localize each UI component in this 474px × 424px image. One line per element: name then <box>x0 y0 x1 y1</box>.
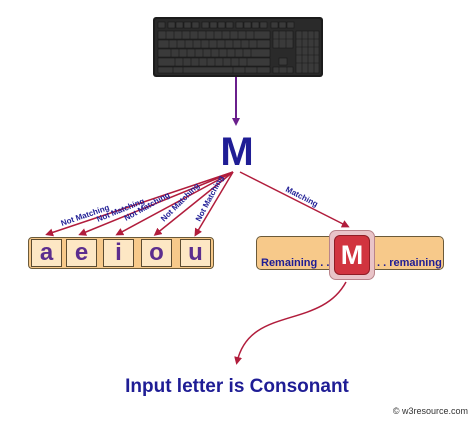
vowel-cell-u: u <box>180 239 211 267</box>
vowel-cell-a: a <box>31 239 62 267</box>
vowel-cell-i: i <box>103 239 134 267</box>
not-matching-arrow-e <box>78 171 234 236</box>
matching-arrow <box>239 171 350 228</box>
remaining-right-label: . . remaining <box>377 257 442 269</box>
not-matching-arrow-a <box>45 171 234 237</box>
matched-letter: M <box>334 235 370 275</box>
vowel-cell-e: e <box>66 239 97 267</box>
not-matching-arrow-o <box>153 171 234 236</box>
input-letter: M <box>220 130 254 174</box>
remaining-left-label: Remaining . . <box>261 257 330 269</box>
result-arrow <box>234 281 347 365</box>
vowel-cell-o: o <box>141 239 172 267</box>
credit-text: © w3resource.com <box>392 406 468 416</box>
not-matching-arrow-u <box>194 171 234 237</box>
result-text: Input letter is Consonant <box>125 376 349 397</box>
keyboard-icon <box>153 17 323 77</box>
not-matching-arrow-i <box>115 171 234 236</box>
